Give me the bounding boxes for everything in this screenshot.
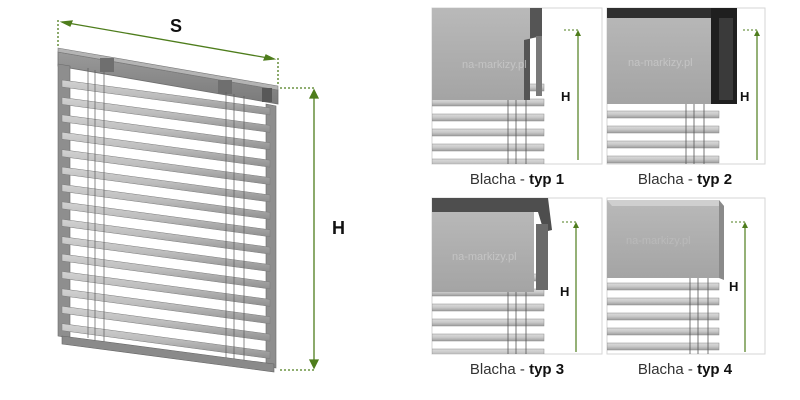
slat xyxy=(61,184,271,220)
zoom-slat xyxy=(607,140,720,149)
slat xyxy=(61,201,271,238)
caption-separator: - xyxy=(515,171,530,188)
height-dimension xyxy=(280,87,320,371)
zoom-slat xyxy=(432,318,545,327)
caption-type: typ 2 xyxy=(697,171,733,188)
zoom-slat xyxy=(607,327,720,336)
bracket-left xyxy=(100,58,114,72)
zoom-slat xyxy=(607,282,720,291)
zoom-slat xyxy=(432,113,545,122)
zoom-slat xyxy=(607,342,720,351)
caption-separator: - xyxy=(683,171,698,188)
zoom-slat xyxy=(432,303,545,312)
main-blind xyxy=(57,47,279,373)
height-label: H xyxy=(332,218,345,238)
slat xyxy=(61,149,271,185)
zoom-slat xyxy=(432,128,545,137)
caption-typ1: Blacha - typ 1 xyxy=(431,171,603,188)
zoom-slat xyxy=(607,155,720,164)
dimension-arrow xyxy=(573,222,579,228)
slat xyxy=(61,114,271,151)
zoom-slat xyxy=(432,348,545,354)
watermark: na-markizy.pl xyxy=(462,59,527,71)
bracket-right xyxy=(218,80,232,94)
caption-typ4: Blacha - typ 4 xyxy=(599,361,771,378)
zoom-slat xyxy=(432,143,545,152)
caption-type: typ 3 xyxy=(529,361,565,378)
panel-height-label: H xyxy=(561,89,570,104)
zoom-slat xyxy=(607,297,720,306)
bottom-rail xyxy=(61,335,275,373)
detail-panel-typ1: na-markizy.pl H xyxy=(431,7,603,165)
zoom-slat xyxy=(607,312,720,321)
slat xyxy=(61,288,271,325)
dimension-arrow xyxy=(742,222,748,228)
caption-prefix: Blacha xyxy=(637,361,684,378)
caption-prefix: Blacha xyxy=(637,171,684,188)
slat xyxy=(61,271,271,307)
zoom-slat xyxy=(607,110,720,119)
slat xyxy=(61,218,271,255)
slat xyxy=(61,305,271,342)
slat xyxy=(61,97,271,133)
slat xyxy=(61,236,271,272)
caption-prefix: Blacha xyxy=(469,361,516,378)
zoom-slat xyxy=(432,333,545,342)
panel-height-label: H xyxy=(560,284,569,299)
ladder-strings xyxy=(87,68,245,366)
slat xyxy=(61,79,271,116)
slat xyxy=(61,166,271,203)
zoom-slat xyxy=(432,98,545,107)
zoom-slat xyxy=(432,158,545,164)
slat xyxy=(61,323,271,359)
caption-separator: - xyxy=(515,361,530,378)
detail-panel-typ4: na-markizy.pl H xyxy=(606,197,766,355)
slat xyxy=(61,131,271,168)
panel-height-label: H xyxy=(729,279,738,294)
width-label: S xyxy=(170,16,182,36)
caption-prefix: Blacha xyxy=(469,171,516,188)
watermark: na-markizy.pl xyxy=(452,251,517,263)
caption-type: typ 1 xyxy=(529,171,565,188)
detail-panel-typ3: na-markizy.pl H xyxy=(431,197,603,355)
end-cap-right xyxy=(262,88,272,102)
caption-typ3: Blacha - typ 3 xyxy=(431,361,603,378)
width-dimension xyxy=(57,20,279,84)
caption-type: typ 4 xyxy=(697,361,733,378)
detail-panel-typ2: na-markizy.pl H xyxy=(606,7,766,165)
slat xyxy=(61,253,271,290)
slat-group xyxy=(61,79,271,359)
watermark: na-markizy.pl xyxy=(628,57,693,69)
watermark: na-markizy.pl xyxy=(626,235,691,247)
dimension-arrow xyxy=(575,30,581,36)
dimension-arrow xyxy=(754,30,760,36)
caption-separator: - xyxy=(683,361,698,378)
panel-height-label: H xyxy=(740,89,749,104)
zoom-slat xyxy=(607,125,720,134)
caption-typ2: Blacha - typ 2 xyxy=(599,171,771,188)
